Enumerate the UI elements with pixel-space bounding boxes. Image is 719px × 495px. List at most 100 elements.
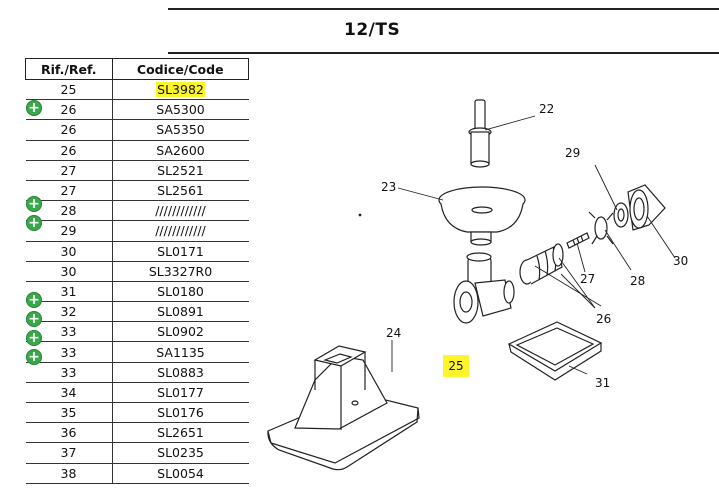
ref-value: 30 — [60, 243, 77, 259]
ref-value: 29 — [60, 223, 77, 239]
table-row: 30 SL0171 — [25, 241, 249, 262]
code-value: SL0891 — [157, 304, 204, 320]
table-row: 33 SA1135 — [25, 341, 249, 363]
ref-value: 27 — [60, 162, 77, 178]
code-cell: SL0054 — [112, 463, 249, 484]
code-value: //////////// — [155, 203, 206, 219]
table-row: 28 //////////// — [25, 200, 249, 222]
callout-22: 22 — [539, 102, 555, 116]
exploded-view-drawing — [267, 99, 676, 471]
code-value: SL2521 — [157, 162, 204, 178]
plus-circle-icon[interactable]: + — [26, 330, 42, 347]
callout-30: 30 — [673, 254, 689, 268]
code-value: SL0235 — [157, 445, 204, 461]
code-cell: SL0883 — [112, 362, 249, 383]
code-value: SL0176 — [157, 405, 204, 421]
page-title: 12/TS — [344, 20, 401, 40]
code-cell: SL0902 — [112, 321, 249, 343]
part-23-tray — [438, 186, 526, 246]
table-row: 26 SA2600 — [25, 140, 249, 161]
part-27-pin — [566, 232, 590, 249]
ref-value: 26 — [60, 142, 77, 158]
plus-circle-icon[interactable]: + — [26, 349, 42, 366]
column-header-code: Codice/Code — [111, 58, 249, 80]
ref-cell: 29 — [25, 220, 113, 242]
code-cell: //////////// — [112, 200, 249, 222]
ref-value: 35 — [60, 405, 77, 421]
ref-cell: 26 — [25, 140, 113, 161]
callout-31: 31 — [595, 376, 611, 390]
ref-cell: 33 — [25, 362, 113, 383]
part-22-pusher — [468, 99, 492, 168]
ref-cell: 33 — [25, 341, 113, 363]
callout-29: 29 — [565, 146, 581, 160]
code-value: SL0171 — [157, 243, 204, 259]
ref-cell: 37 — [25, 442, 113, 464]
ref-value: 33 — [60, 324, 77, 340]
ref-value: 28 — [60, 203, 77, 219]
part-26-screw — [519, 243, 564, 285]
header-bottom-rule — [168, 52, 719, 54]
code-value: SL3327R0 — [148, 263, 213, 279]
table-row: 33 SL0902 — [25, 321, 249, 343]
code-value: SL2651 — [157, 425, 204, 441]
table-row: 32 SL0891 — [25, 301, 249, 323]
code-value: SA5350 — [156, 122, 205, 138]
code-cell: SA2600 — [112, 140, 249, 161]
table-row: 35 SL0176 — [25, 402, 249, 424]
code-cell: SL0891 — [112, 301, 249, 323]
part-30-ring-nut — [627, 184, 666, 231]
code-value: SA2600 — [156, 142, 205, 158]
ref-value: 31 — [60, 283, 77, 299]
leader-lines — [391, 115, 676, 375]
code-cell: //////////// — [112, 220, 249, 242]
ref-value: 26 — [60, 122, 77, 138]
part-29-plate — [613, 202, 629, 228]
ref-cell: 27 — [25, 180, 113, 202]
ref-cell: 25 — [25, 79, 113, 101]
ref-value: 37 — [60, 445, 77, 461]
ref-cell: 28 — [25, 200, 113, 222]
table-row: 36 SL2651 — [25, 422, 249, 444]
exploded-diagram: 22 23 24 25 26 27 28 29 30 31 — [255, 60, 719, 491]
ref-cell: 35 — [25, 402, 113, 424]
code-cell: SL0235 — [112, 442, 249, 464]
plus-circle-icon[interactable]: + — [26, 291, 42, 308]
callout-24: 24 — [386, 326, 402, 340]
ref-value: 34 — [60, 384, 77, 400]
code-cell: SA5300 — [112, 99, 249, 121]
callout-23: 23 — [381, 180, 397, 194]
ref-cell: 33 — [25, 321, 113, 343]
ref-value: 36 — [60, 425, 77, 441]
code-cell: SL2521 — [112, 160, 249, 181]
table-row: 37 SL0235 — [25, 442, 249, 464]
code-cell: SL3327R0 — [112, 261, 249, 282]
ref-value: 33 — [60, 344, 77, 360]
code-cell: SL0176 — [112, 402, 249, 424]
plus-circle-icon[interactable]: + — [26, 99, 42, 116]
ref-cell: 30 — [25, 241, 113, 262]
code-value: SA1135 — [156, 344, 205, 360]
code-value: //////////// — [155, 223, 206, 239]
code-cell: SA5350 — [112, 119, 249, 141]
code-cell: SL0180 — [112, 281, 249, 303]
ref-cell: 36 — [25, 422, 113, 444]
code-cell: SL0171 — [112, 241, 249, 262]
plus-circle-icon[interactable]: + — [26, 311, 42, 327]
ref-cell: 26 — [25, 119, 113, 141]
plus-circle-icon[interactable]: + — [26, 195, 42, 212]
ref-cell: 32 — [25, 301, 113, 323]
column-header-ref: Rif./Ref. — [25, 58, 113, 80]
plus-circle-icon[interactable]: + — [26, 215, 42, 231]
code-cell: SL0177 — [112, 382, 249, 404]
code-value: SL0883 — [157, 364, 204, 380]
table-header-row: Rif./Ref. Codice/Code — [25, 58, 249, 80]
callout-26: 26 — [596, 312, 612, 326]
code-cell: SA1135 — [112, 341, 249, 363]
